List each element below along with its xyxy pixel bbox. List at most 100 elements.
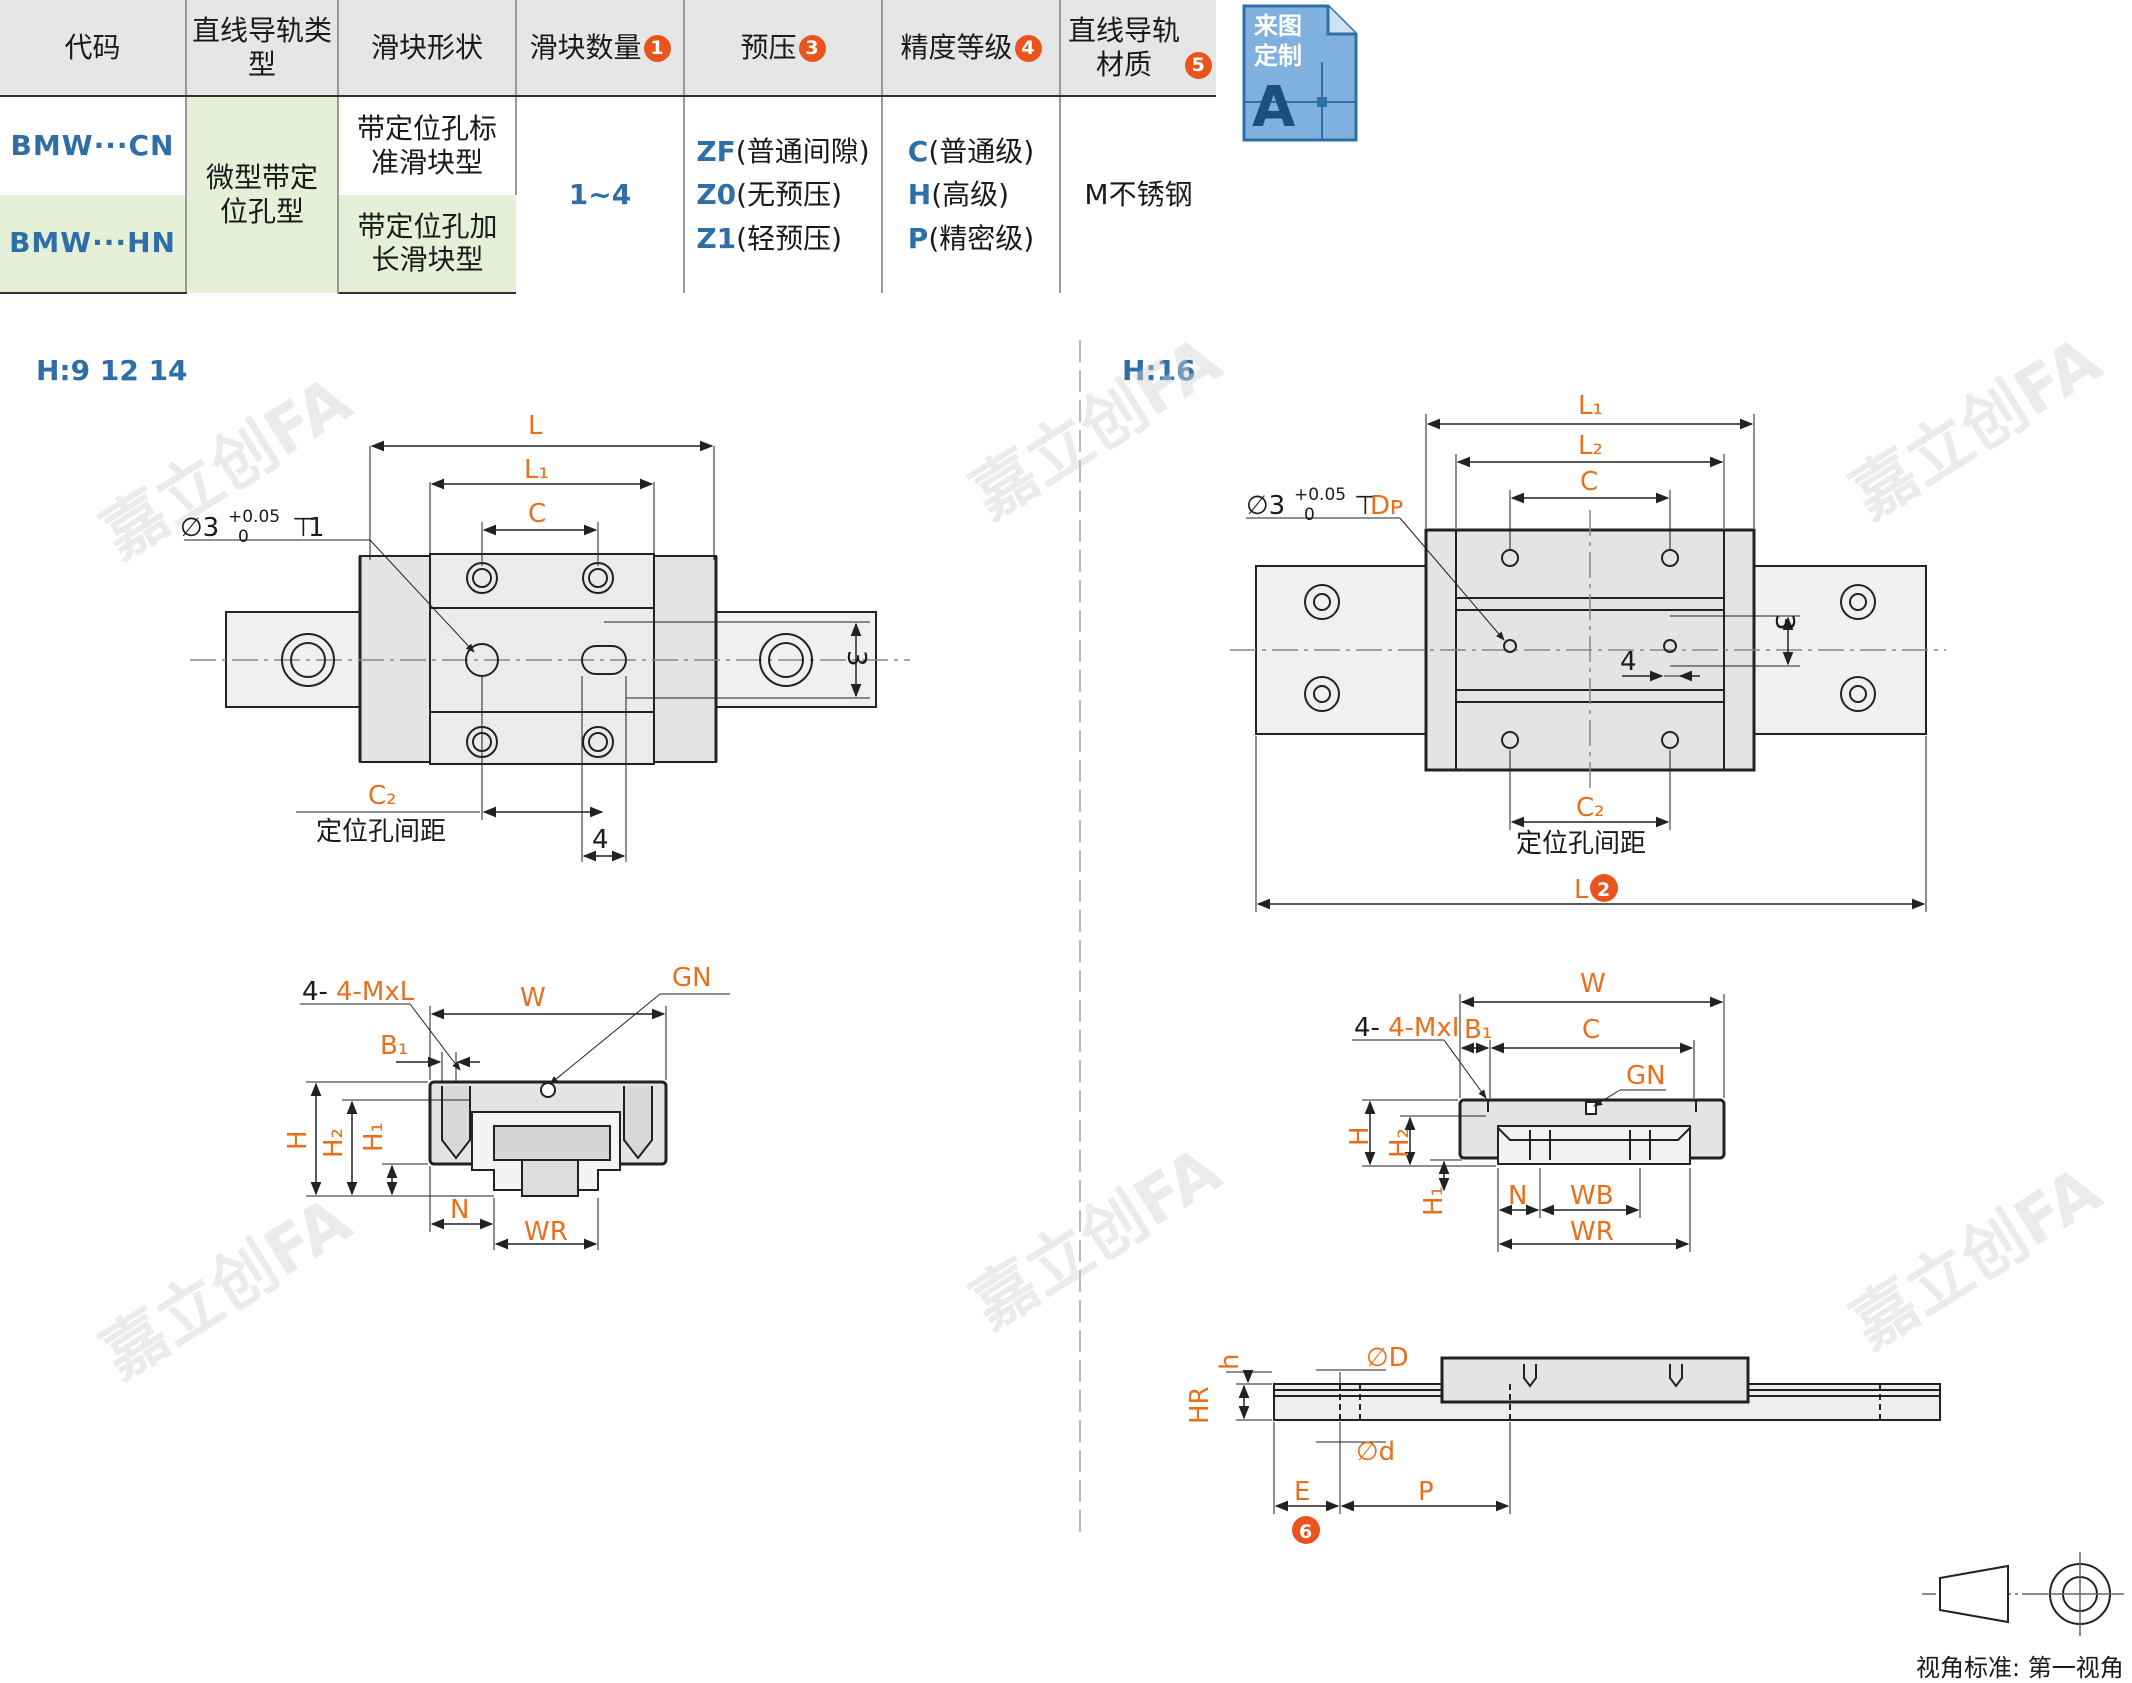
header-code: 代码	[0, 0, 187, 97]
svg-text:+0.05: +0.05	[228, 507, 280, 527]
right-section-view	[1352, 994, 1726, 1252]
block-shape-long: 带定位孔加长滑块型	[338, 194, 516, 294]
svg-text:L₁: L₁	[1578, 391, 1603, 421]
svg-text:C: C	[528, 499, 546, 529]
svg-text:B₁: B₁	[1464, 1015, 1492, 1045]
svg-text:L: L	[528, 411, 543, 441]
right-plan-labels: L₁ L₂ C C₂ 定位孔间距 L 2 ∅3 +0.05 0 ⊤ Dᴘ 4 3	[1246, 391, 1799, 905]
svg-text:4: 4	[1620, 647, 1637, 677]
svg-text:WR: WR	[524, 1217, 568, 1247]
svg-text:3: 3	[841, 650, 871, 667]
block-qty-cell: 1~4	[516, 96, 685, 293]
svg-text:嘉立创FA: 嘉立创FA	[89, 1183, 364, 1393]
svg-text:H₂: H₂	[319, 1128, 349, 1158]
table-row: BMW···CN 微型带定位孔型 带定位孔标准滑块型 1~4 ZF(普通间隙) …	[0, 96, 1216, 293]
header-block-shape: 滑块形状	[338, 0, 517, 97]
svg-text:∅3: ∅3	[1246, 491, 1285, 521]
svg-text:定位孔间距: 定位孔间距	[1516, 829, 1646, 859]
right-plan-view	[1230, 414, 1946, 912]
svg-text:W: W	[520, 983, 546, 1013]
projection-standard-label: 视角标准: 第一视角	[1916, 1654, 2124, 1682]
svg-text:0: 0	[1304, 505, 1315, 525]
left-heights-label: H:9 12 14	[36, 354, 188, 387]
svg-text:1: 1	[308, 513, 325, 543]
svg-text:⊤: ⊤	[292, 513, 315, 543]
custom-badge-letter: A	[1252, 75, 1296, 140]
svg-text:WR: WR	[1570, 1217, 1614, 1247]
svg-text:C₂: C₂	[1576, 793, 1605, 823]
svg-text:N: N	[1508, 1181, 1527, 1211]
svg-text:4-MxI: 4-MxI	[1388, 1013, 1459, 1043]
svg-text:C₂: C₂	[368, 781, 397, 811]
svg-text:⊤: ⊤	[1354, 491, 1377, 521]
custom-badge-line2: 定制	[1254, 42, 1302, 70]
svg-text:C: C	[1580, 467, 1598, 497]
custom-badge-line1: 来图	[1254, 12, 1302, 40]
watermark-layer: 嘉立创FA 嘉立创FA 嘉立创FA 嘉立创FA 嘉立创FA 嘉立创FA	[89, 323, 2114, 1393]
svg-text:Dᴘ: Dᴘ	[1370, 491, 1404, 521]
svg-text:定位孔间距: 定位孔间距	[316, 817, 446, 847]
accuracy-cell: C(普通级) H(高级) P(精密级)	[882, 96, 1061, 293]
svg-text:嘉立创FA: 嘉立创FA	[959, 1133, 1234, 1343]
table-row: BMW···HN 带定位孔加长滑块型	[0, 194, 1216, 294]
svg-text:H₁: H₁	[1419, 1186, 1449, 1216]
custom-drawing-badge[interactable]: 来图 定制 A	[1240, 2, 1360, 144]
preload-cell: ZF(普通间隙) Z0(无预压) Z1(轻预压)	[684, 96, 883, 293]
svg-text:∅3: ∅3	[180, 513, 219, 543]
badge-5: 5	[1184, 52, 1212, 79]
svg-text:∅D: ∅D	[1366, 1343, 1409, 1373]
svg-text:6: 6	[1299, 1521, 1312, 1543]
block-shape-standard: 带定位孔标准滑块型	[338, 96, 517, 195]
rail-type-cell: 微型带定位孔型	[186, 96, 339, 293]
svg-text:∅d: ∅d	[1356, 1437, 1395, 1467]
left-plan-labels: L L₁ C C₂ 定位孔间距 4 3 ∅3 +0.05 0 ⊤ 1	[180, 411, 871, 855]
svg-text:+0.05: +0.05	[1294, 485, 1346, 505]
svg-text:3: 3	[1769, 614, 1799, 631]
svg-text:h: h	[1215, 1354, 1245, 1370]
svg-text:嘉立创FA: 嘉立创FA	[959, 323, 1234, 533]
code-hn: BMW···HN	[0, 194, 187, 294]
svg-text:H₂: H₂	[1385, 1128, 1415, 1158]
code-cn: BMW···CN	[0, 96, 187, 195]
svg-text:N: N	[450, 1195, 469, 1225]
svg-text:0: 0	[238, 527, 249, 547]
svg-text:GN: GN	[1626, 1061, 1666, 1091]
right-section-labels: W 4- 4-MxI B₁ C GN H H₂ H₁ N WB WR	[1345, 969, 1666, 1247]
header-rail-type: 直线导轨类型	[186, 0, 339, 97]
right-heights-label: H:16	[1122, 354, 1196, 387]
svg-text:嘉立创FA: 嘉立创FA	[1839, 1153, 2114, 1363]
projection-symbol	[1922, 1552, 2124, 1636]
svg-text:E: E	[1294, 1477, 1310, 1507]
svg-text:L: L	[1574, 875, 1589, 905]
svg-text:W: W	[1580, 969, 1606, 999]
svg-text:嘉立创FA: 嘉立创FA	[1839, 323, 2114, 533]
svg-text:4-: 4-	[1354, 1013, 1380, 1043]
badge-1: 1	[643, 35, 671, 63]
right-side-labels: h HR ∅D ∅d E P 6	[1185, 1343, 1434, 1544]
left-section-labels: 4- 4-MxL W GN B₁ H H₂ H₁ N WR	[283, 963, 712, 1247]
svg-text:HR: HR	[1185, 1386, 1215, 1424]
material-cell: M不锈钢	[1084, 178, 1193, 212]
svg-text:4-: 4-	[302, 977, 328, 1007]
svg-text:4-MxL: 4-MxL	[336, 977, 415, 1007]
left-plan-view	[184, 440, 910, 862]
svg-text:L₁: L₁	[524, 455, 549, 485]
svg-text:C: C	[1582, 1015, 1600, 1045]
svg-text:P: P	[1418, 1477, 1434, 1507]
svg-text:GN: GN	[672, 963, 712, 993]
svg-text:4: 4	[592, 825, 609, 855]
right-side-view	[1226, 1356, 1941, 1514]
left-section-view	[300, 993, 730, 1250]
svg-text:L₂: L₂	[1578, 431, 1603, 461]
badge-3: 3	[798, 35, 826, 63]
svg-text:2: 2	[1597, 879, 1610, 901]
badge-4: 4	[1014, 35, 1042, 63]
svg-text:H: H	[283, 1130, 313, 1150]
svg-text:B₁: B₁	[380, 1031, 408, 1061]
